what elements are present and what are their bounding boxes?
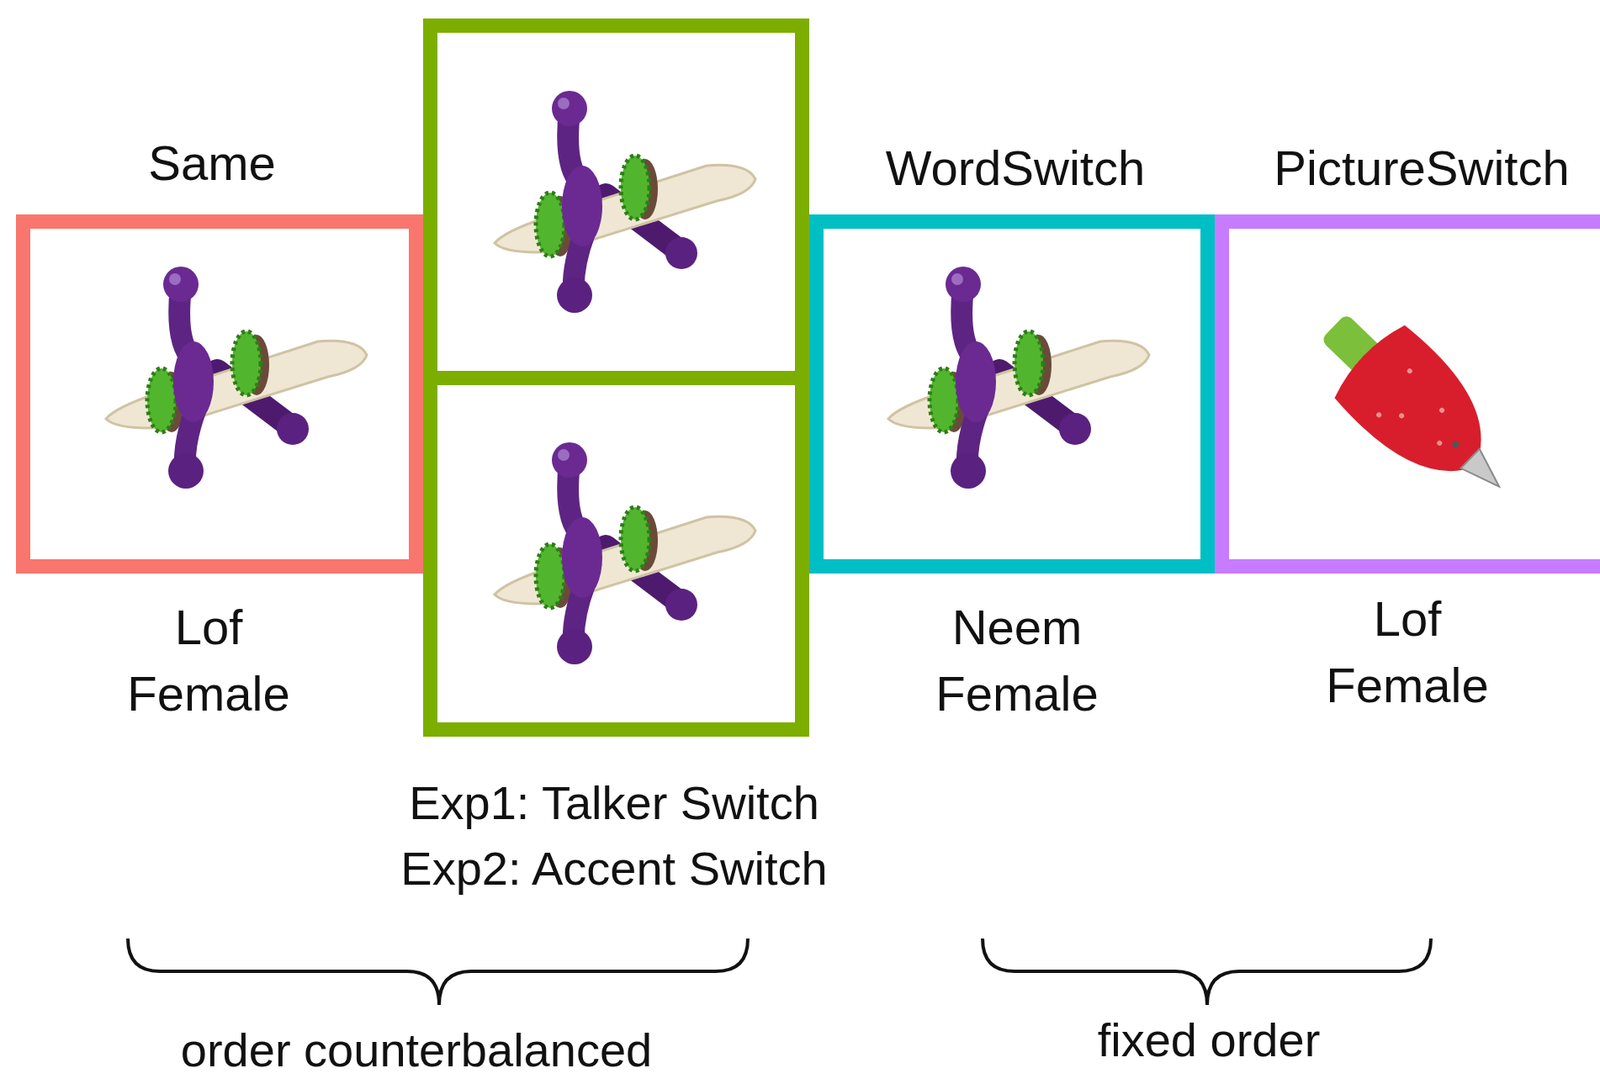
- toy-picture: [888, 266, 1150, 489]
- bracket: [982, 938, 1431, 1006]
- bracket: [127, 938, 748, 1006]
- picture-part: [1451, 439, 1461, 450]
- toy-picture: [494, 442, 756, 665]
- stimulus-label: Lof: [174, 600, 244, 655]
- stimulus-label: Exp1: Talker Switch: [408, 777, 820, 830]
- stimulus-label: Female: [1325, 658, 1489, 713]
- condition-label: Same: [148, 136, 276, 191]
- condition-box: Exp1: Talker SwitchExp2: Accent Switch: [423, 18, 810, 737]
- toy-picture: [494, 90, 756, 313]
- condition-box: WordSwitchNeemFemale: [809, 214, 1215, 574]
- picture-part: [1461, 449, 1510, 497]
- picture-part: [1438, 407, 1446, 414]
- stimulus-label: Female: [935, 667, 1098, 721]
- stimulus-label: Female: [127, 667, 290, 721]
- picture-part: [1375, 411, 1383, 419]
- picture-part: [1406, 367, 1414, 375]
- picture-part: [1435, 439, 1443, 447]
- condition-label: PictureSwitch: [1273, 141, 1569, 196]
- bracket-label: order counterbalanced: [180, 1024, 652, 1077]
- stimulus-label: Exp2: Accent Switch: [400, 842, 827, 896]
- stimulus-label: Lof: [1373, 592, 1442, 647]
- frame-divider: [437, 370, 795, 386]
- bracket-label: fixed order: [1097, 1014, 1321, 1067]
- condition-label: WordSwitch: [885, 141, 1145, 196]
- condition-box: SameLofFemale: [15, 214, 424, 574]
- picture-part: [1327, 317, 1510, 500]
- strawberry-huller-picture: [1297, 289, 1536, 525]
- picture-part: [1398, 412, 1405, 419]
- condition-box: PictureSwitchLofFemale: [1214, 214, 1600, 574]
- stimulus-label: Neem: [952, 600, 1083, 655]
- toy-picture: [105, 266, 367, 489]
